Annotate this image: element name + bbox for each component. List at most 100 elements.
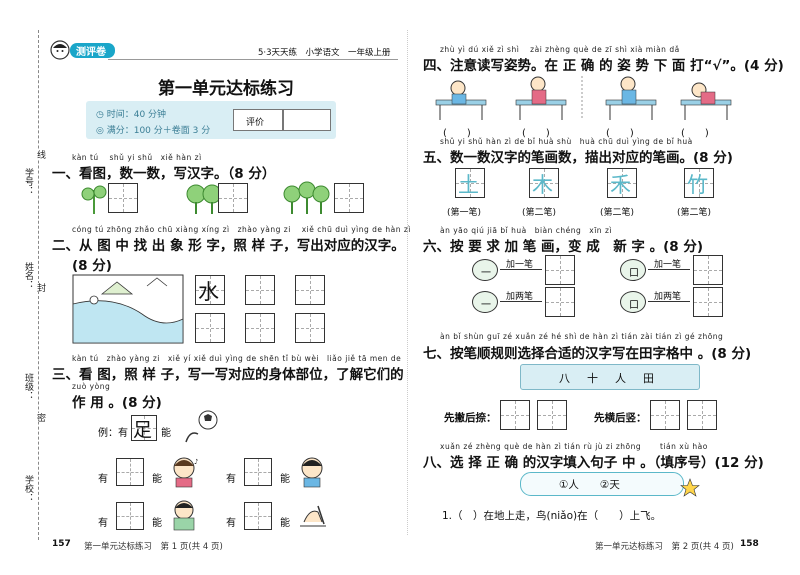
mascot-icon [50,40,115,60]
q5-char-box-4[interactable] [684,168,714,198]
eval-input[interactable] [283,109,331,131]
q6-answer-box-2[interactable] [693,255,723,285]
side-label-student-no: 学号： [23,168,33,195]
right-footer-text: 第一单元达标练习 第 2 页(共 4 页) [595,542,734,552]
q6-text: 六、按 要 求 加 笔 画，变 成 新 字 。(8 分) [423,239,704,255]
q3-can-3: 能 [152,518,162,529]
q7-answer-box-3[interactable] [650,400,680,430]
badge-text: 测评卷 [76,47,106,58]
q7-pinyin: àn bǐ shùn guī zé xuǎn zé hé shì de hàn … [440,332,724,341]
info-box: ◷ 时间：40 分钟 ◎ 满分：100 分＋卷面 3 分 评价 [86,101,336,139]
page-title: 第一单元达标练习 [158,79,294,99]
q4-answer-2[interactable]: ( ) [522,128,550,139]
q6-seed-4: 口 [620,291,646,313]
q3-example-prefix: 例：有 [98,428,128,439]
q6-row-2: 口 加一笔 [620,255,730,285]
q2-example-char: 水 [198,280,219,304]
q6-char-2: 口 [629,268,639,279]
soccer-ball-icon [185,410,218,443]
header-rule [108,59,398,60]
q6-op-2: 加一笔 [654,260,682,270]
q3-can-1: 能 [152,474,162,485]
trees-two-icon [186,184,222,214]
q3-pinyin-2: zuò yòng [72,382,111,391]
q7-label-2: 先横后竖： [594,412,647,424]
q3-text-2: 作 用 。(8 分) [72,395,162,411]
q6-pinyin: àn yāo qiú jiā bǐ huà biàn chéng xīn zì [440,226,612,235]
q6-char-4: 口 [629,300,639,311]
boy-looking-icon [301,457,323,488]
q3-answer-box-4[interactable] [244,502,272,530]
posture-1-icon [435,80,487,120]
posture-3-icon [605,76,657,120]
q4-answer-4[interactable]: ( ) [681,128,709,139]
q5-label-3: (第二笔) [600,208,635,218]
q7-answer-box-2[interactable] [537,400,567,430]
q6-answer-box-4[interactable] [693,287,723,317]
q8-options-box: ①人 ②天 [520,472,684,496]
q1-answer-box-2[interactable] [218,183,248,213]
q2-score: (8 分) [72,258,112,274]
q2-answer-box-4[interactable] [245,313,275,343]
posture-4-icon [680,82,732,120]
q6-seed-3: 一 [472,291,498,313]
q3-have-3: 有 [98,518,108,529]
q6-row-4: 口 加两笔 [620,287,730,317]
q6-answer-box-1[interactable] [545,255,575,285]
time-text: 时间：40 分钟 [106,110,167,120]
q6-seed-1: 一 [472,259,498,281]
q2-example-box [195,275,225,305]
q7-answer-box-1[interactable] [500,400,530,430]
q1-pinyin: kàn tú shǔ yi shǔ xiě hàn zì [72,153,202,162]
q3-answer-box-2[interactable] [244,458,272,486]
q6-op-1: 加一笔 [506,260,534,270]
page-divider [407,30,408,535]
q6-answer-box-3[interactable] [545,287,575,317]
q1-answer-box-3[interactable] [334,183,364,213]
q1-answer-box-1[interactable] [108,183,138,213]
q4-pinyin: zhù yì dú xiě zì shì zài zhèng què de zī… [440,45,680,54]
q5-char-box-1[interactable] [455,168,485,198]
q4-answer-3[interactable]: ( ) [606,128,634,139]
q3-example-char: 足 [133,419,153,441]
q3-pinyin: kàn tú zhào yàng zi xiě yí xiě duì yìng … [72,354,402,363]
girl-reading-icon [173,500,195,531]
trees-three-icon [283,181,330,214]
arrow-right-icon [648,269,690,270]
q3-text: 三、看 图，照 样 子，写一写对应的身体部位，了解它们的 [52,367,404,383]
score-text: 满分：100 分＋卷面 3 分 [106,126,211,136]
q5-label-4: (第二笔) [677,208,712,218]
q3-answer-box-3[interactable] [116,502,144,530]
q6-seed-2: 口 [620,259,646,281]
q4-answer-1[interactable]: ( ) [443,128,471,139]
side-mark-secret: 密 [34,413,47,422]
q7-answer-box-4[interactable] [687,400,717,430]
q2-answer-box-3[interactable] [195,313,225,343]
q8-text: 八、选 择 正 确 的汉字填入句子 中 。（填序号）(12 分) [423,455,764,471]
q6-char-1: 一 [481,268,491,279]
q5-char-box-3[interactable] [607,168,637,198]
q3-can-4: 能 [280,518,290,529]
svg-text:♪: ♪ [194,458,198,466]
q7-text: 七、按笔顺规则选择合适的汉字写在田字格中 。(8 分) [423,346,752,362]
q1-text: 一、看图，数一数，写汉字。（8 分） [52,166,276,182]
q3-example-box [131,415,157,441]
q6-char-3: 一 [481,300,491,311]
q5-char-box-2[interactable] [529,168,559,198]
q4-text: 四、注意读写姿势。在 正 确 的 姿 势 下 面 打“√”。(4 分) [423,58,784,74]
test-badge: 测评卷 [50,40,116,60]
q5-text: 五、数一数汉字的笔画数，描出对应的笔画。(8 分) [423,150,733,166]
q2-answer-box-5[interactable] [295,313,325,343]
full-score: ◎ 满分：100 分＋卷面 3 分 [96,123,210,136]
q2-answer-box-2[interactable] [295,275,325,305]
clock-icon: ◷ [96,110,104,120]
q3-answer-box-1[interactable] [116,458,144,486]
q2-answer-box-1[interactable] [245,275,275,305]
q2-pinyin: cóng tú zhōng zhǎo chū xiàng xíng zì zhà… [72,225,411,234]
side-label-name: 姓名： [23,262,33,289]
series-name: 5·3天天练 小学语文 一年级上册 [258,48,391,58]
star-icon [680,478,700,497]
q6-row-3: 一 加两笔 [472,287,582,317]
q8-options: ①人 ②天 [559,479,620,491]
arrow-right-icon [500,301,542,302]
